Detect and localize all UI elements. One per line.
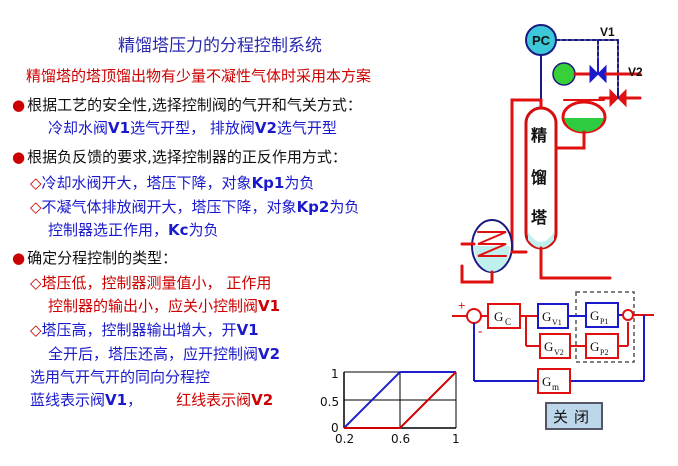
section-1-line: 冷却水阀V1选气开型， 排放阀V2选气开型 [48, 119, 337, 137]
block-gm [537, 368, 571, 394]
output-junction [622, 309, 634, 321]
valve-v1-label: V1 [600, 25, 615, 39]
svg-text:G: G [590, 339, 599, 354]
svg-text:G: G [542, 309, 551, 324]
x-tick-label: 1 [452, 432, 460, 446]
y-tick-label: 0.5 [320, 395, 340, 409]
block-gp2 [585, 333, 619, 359]
diamond-icon: ◇ [30, 198, 42, 216]
sum-minus-label: - [478, 323, 482, 338]
bullet-icon: ● [12, 96, 26, 114]
section-2-item: ◇不凝气体排放阀开大，塔压下降，对象Kp2为负 [30, 198, 360, 216]
diamond-icon: ◇ [30, 174, 42, 192]
vapor-pipe [510, 98, 543, 254]
process-schematic: PC V1 V2 [460, 24, 643, 284]
column-label-2: 馏 [531, 168, 548, 187]
bullet-icon: ● [12, 148, 26, 166]
page-title: 精馏塔压力的分程控制系统 [118, 36, 322, 56]
cooling-water-indicator [552, 62, 576, 86]
svg-text:P2: P2 [600, 348, 608, 357]
column-label-1: 精 [531, 126, 548, 145]
subtitle: 精馏塔的塔顶馏出物有少量不凝性气体时采用本方案 [26, 67, 372, 85]
column-bottom-liquid [528, 232, 554, 248]
section-2-heading: ●根据负反馈的要求,选择控制器的正反作用方式： [12, 148, 347, 166]
svg-text:G: G [542, 374, 551, 389]
svg-text:G: G [494, 309, 503, 324]
summary-line-1: 选用气开气开的同向分程控 [30, 368, 211, 386]
column-label-3: 塔 [531, 208, 548, 227]
block-gc [487, 303, 521, 329]
block-diagram: + - G C G V1 G P1 G V2 G P2 [452, 291, 654, 394]
block-gv1 [537, 303, 569, 329]
sum-plus-label: + [458, 298, 465, 313]
split-range-chart [343, 371, 457, 429]
block-gp1 [585, 302, 619, 328]
bullet-icon: ● [12, 249, 26, 267]
series-line-2 [344, 371, 457, 429]
y-tick-label: 0 [331, 421, 339, 435]
valve-v2-label: V2 [628, 65, 643, 79]
close-button[interactable]: 关闭 [545, 402, 603, 430]
svg-text:C: C [505, 317, 511, 327]
section-3-item: 全开后，塔压还高，应开控制阀V2 [48, 345, 281, 363]
svg-text:P1: P1 [600, 317, 608, 326]
svg-text:V1: V1 [552, 318, 562, 327]
section-3-item: 控制器的输出小，应关小控制阀V1 [48, 297, 281, 315]
section-2-item: 控制器选正作用，Kc为负 [48, 221, 219, 239]
block-gv2 [539, 333, 571, 359]
section-3-item: ◇塔压高，控制器输出增大，开V1 [30, 321, 259, 339]
process-dashed-frame [575, 291, 635, 363]
section-2-item: ◇冷却水阀开大，塔压下降，对象Kp1为负 [30, 174, 315, 192]
summary-line-2: 蓝线表示阀V1，红线表示阀V2 [30, 391, 274, 409]
svg-text:G: G [544, 339, 553, 354]
x-tick-label: 0.6 [391, 432, 411, 446]
sum-junction [466, 308, 482, 324]
svg-text:m: m [552, 382, 559, 392]
series-line-1 [343, 371, 456, 429]
diamond-icon: ◇ [30, 321, 42, 339]
section-3-heading: ●确定分程控制的类型： [12, 249, 178, 267]
svg-text:G: G [590, 308, 599, 323]
section-1-heading: ●根据工艺的安全性,选择控制阀的气开和气关方式： [12, 96, 362, 114]
section-3-item: ◇塔压低，控制器测量值小， 正作用 [30, 274, 272, 292]
diamond-icon: ◇ [30, 274, 42, 292]
pc-label: PC [532, 33, 551, 48]
x-tick-label: 0.2 [335, 432, 355, 446]
y-tick-label: 1 [331, 367, 339, 381]
svg-text:V2: V2 [554, 348, 564, 357]
